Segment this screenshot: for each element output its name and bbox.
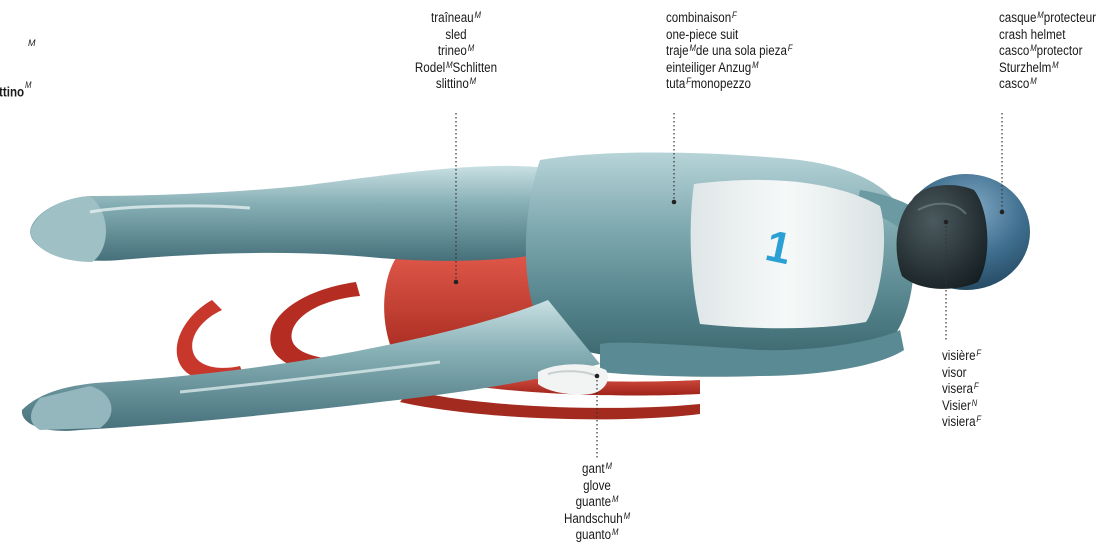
helmet-term-rest: protecteur [1044,10,1096,25]
suit-gender-mark: F [686,76,691,86]
visor-gender-mark: F [974,381,979,391]
sled-term-text: traîneau [431,10,474,25]
sled-gender-mark: M [446,60,452,70]
visor-term-line: visor [942,365,981,382]
visor-gender-mark: F [976,414,981,424]
sled-term-text: sled [445,27,466,42]
visor-term-line: visieraF [942,414,981,431]
visor-term-text: visera [942,381,973,396]
glove-gender-mark: M [624,511,630,521]
helmet-gender-mark: M [1030,43,1036,53]
suit-term-line: combinaisonF [666,10,793,27]
helmet-term-line: crash helmet [999,27,1096,44]
helmet-term-line: SturzhelmM [999,60,1096,77]
cropped-line-2: ttino [0,85,24,100]
visor-gender-mark: N [972,398,978,408]
sled-term-line: traîneauM [404,10,507,27]
helmet-gender-mark: M [1030,76,1036,86]
suit-term-text: traje [666,43,689,58]
sled-term-text: trineo [438,43,467,58]
helmet-term-text: casco [999,76,1029,91]
visor-term-text: visière [942,348,976,363]
helmet-term-text: Sturzhelm [999,60,1051,75]
cropped-label-left-2: ttinoM [0,80,31,101]
suit-term-line: one-piece suit [666,27,793,44]
sled-term-text: slittino [436,76,469,91]
glove-term-text: glove [583,478,611,493]
upper-leg [30,166,560,262]
suit-term-line: einteiliger AnzugM [666,60,793,77]
helmet-gender-mark: M [1052,60,1058,70]
glove-term-line: glove [548,478,646,495]
cropped-line-2-sup: M [25,80,31,90]
sled-term-line: sled [404,27,507,44]
helmet-term-line: cascoM [999,76,1096,93]
sled-gender-mark: M [468,43,474,53]
visor-term-text: Visier [942,398,971,413]
glove-term-line: guanteM [548,494,646,511]
helmet-term-text: crash helmet [999,27,1065,42]
glove-term-text: guante [576,494,612,509]
sled-term-line: RodelMSchlitten [404,60,507,77]
helmet-term-text: casco [999,43,1029,58]
helmet-term-text: casque [999,10,1036,25]
visor-term-text: visor [942,365,967,380]
glove-gender-mark: M [612,494,618,504]
glove-term-text: guanto [576,527,612,542]
suit-term-text: one-piece suit [666,27,738,42]
visor-term-text: visiera [942,414,976,429]
sled-gender-mark: M [475,10,481,20]
visor-leader-dot [944,220,949,225]
glove-term-line: gantM [548,461,646,478]
suit-gender-mark: M [752,60,758,70]
cropped-label-left: M [0,38,6,55]
helmet-term-rest: protector [1037,43,1083,58]
glove-term-line: guantoM [548,527,646,544]
helmet-term-line: cascoMprotector [999,43,1096,60]
helmet-leader-dot [1000,210,1005,215]
sled-term-rest: Schlitten [453,60,498,75]
helmet-term-line: casqueMprotecteur [999,10,1096,27]
suit-gender-mark: M [689,43,695,53]
suit-leader-dot [672,200,677,205]
suit-term-rest: monopezzo [691,76,751,91]
suit-term-line: tutaFmonopezzo [666,76,793,93]
suit-gender-mark: F [788,43,793,53]
visor-term-line: VisierN [942,398,981,415]
sled-term-text: Rodel [415,60,445,75]
glove-gender-mark: M [606,461,612,471]
glove-gender-mark: M [612,527,618,537]
glove-term-line: HandschuhM [548,511,646,528]
helmet-gender-mark: M [1037,10,1043,20]
suit-term-text: tuta [666,76,685,91]
glove-term-text: gant [582,461,605,476]
sled-term-line: slittinoM [404,76,507,93]
sled-leader-dot [454,280,459,285]
helmet [897,174,1030,290]
visor-term-line: visièreF [942,348,981,365]
cropped-line-1: M [0,38,6,55]
sled-gender-mark: M [470,76,476,86]
sled-term-line: trineoM [404,43,507,60]
glove-term-text: Handschuh [564,511,623,526]
bib: 1 [691,180,884,328]
visor-gender-mark: F [976,348,981,358]
suit-gender-mark: F [732,10,737,20]
visor-term-line: viseraF [942,381,981,398]
suit-term-text: combinaison [666,10,731,25]
suit-term-text: einteiliger Anzug [666,60,751,75]
suit-term-line: trajeMde una sola piezaF [666,43,793,60]
suit-term-rest: de una sola pieza [696,43,787,58]
glove-leader-dot [595,374,600,379]
